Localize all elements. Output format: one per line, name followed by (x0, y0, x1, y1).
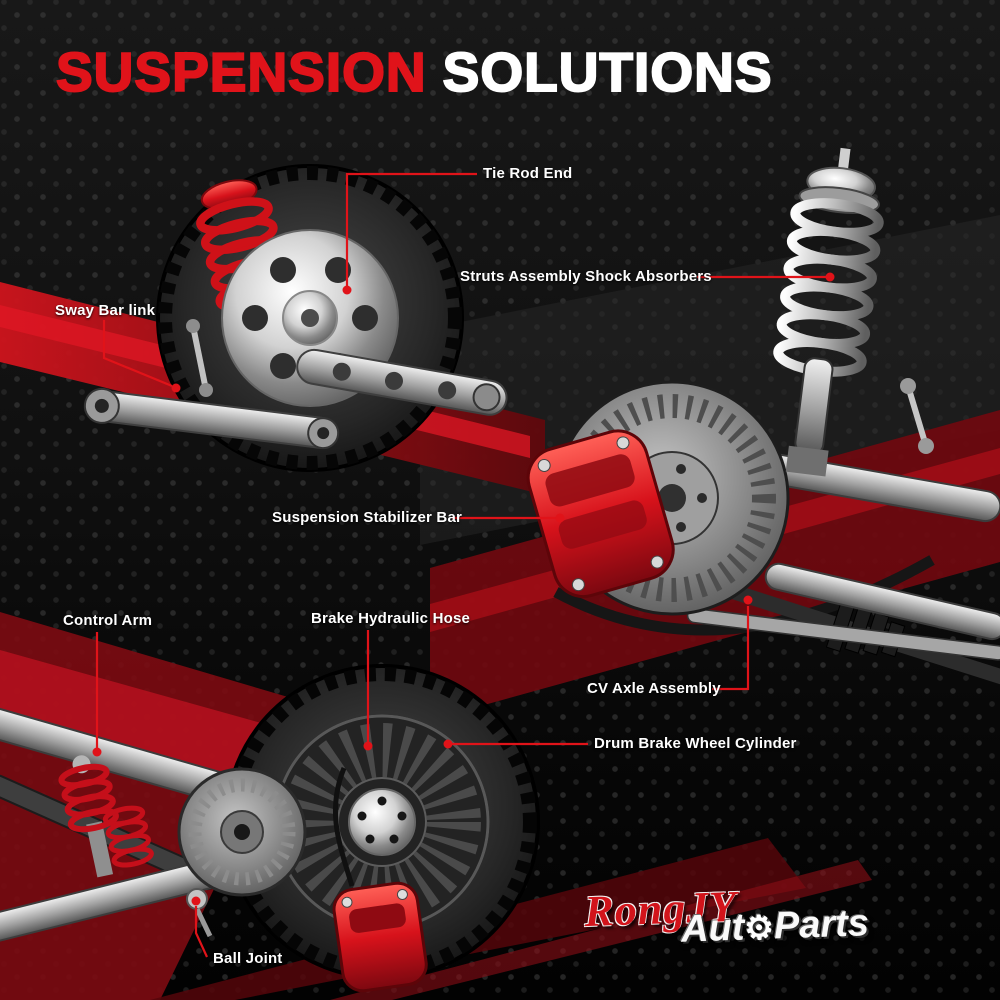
callout-control-arm: Control Arm (63, 612, 153, 629)
gear-icon: ⚙ (743, 908, 775, 947)
brand-main-name: Aut⚙Parts (680, 902, 869, 952)
callout-drum-brake-cylinder: Drum Brake Wheel Cylinder (594, 735, 797, 752)
callout-tie-rod-end: Tie Rod End (483, 165, 573, 182)
brand-logo: RongJY Aut⚙Parts (584, 874, 937, 976)
callout-brake-hose: Brake Hydraulic Hose (311, 610, 471, 627)
callout-ball-joint: Ball Joint (213, 950, 283, 967)
callout-stabilizer-bar: Suspension Stabilizer Bar (272, 509, 463, 526)
callout-sway-bar-link: Sway Bar link (55, 302, 156, 319)
brand-prefix: Aut (680, 906, 746, 951)
callout-struts-assembly: Struts Assembly Shock Absorbers (460, 268, 712, 285)
brand-suffix: Parts (773, 902, 870, 948)
title-word-solutions: SOLUTIONS (442, 40, 773, 104)
title-word-suspension: SUSPENSION (55, 40, 427, 104)
callout-cv-axle: CV Axle Assembly (587, 680, 721, 697)
